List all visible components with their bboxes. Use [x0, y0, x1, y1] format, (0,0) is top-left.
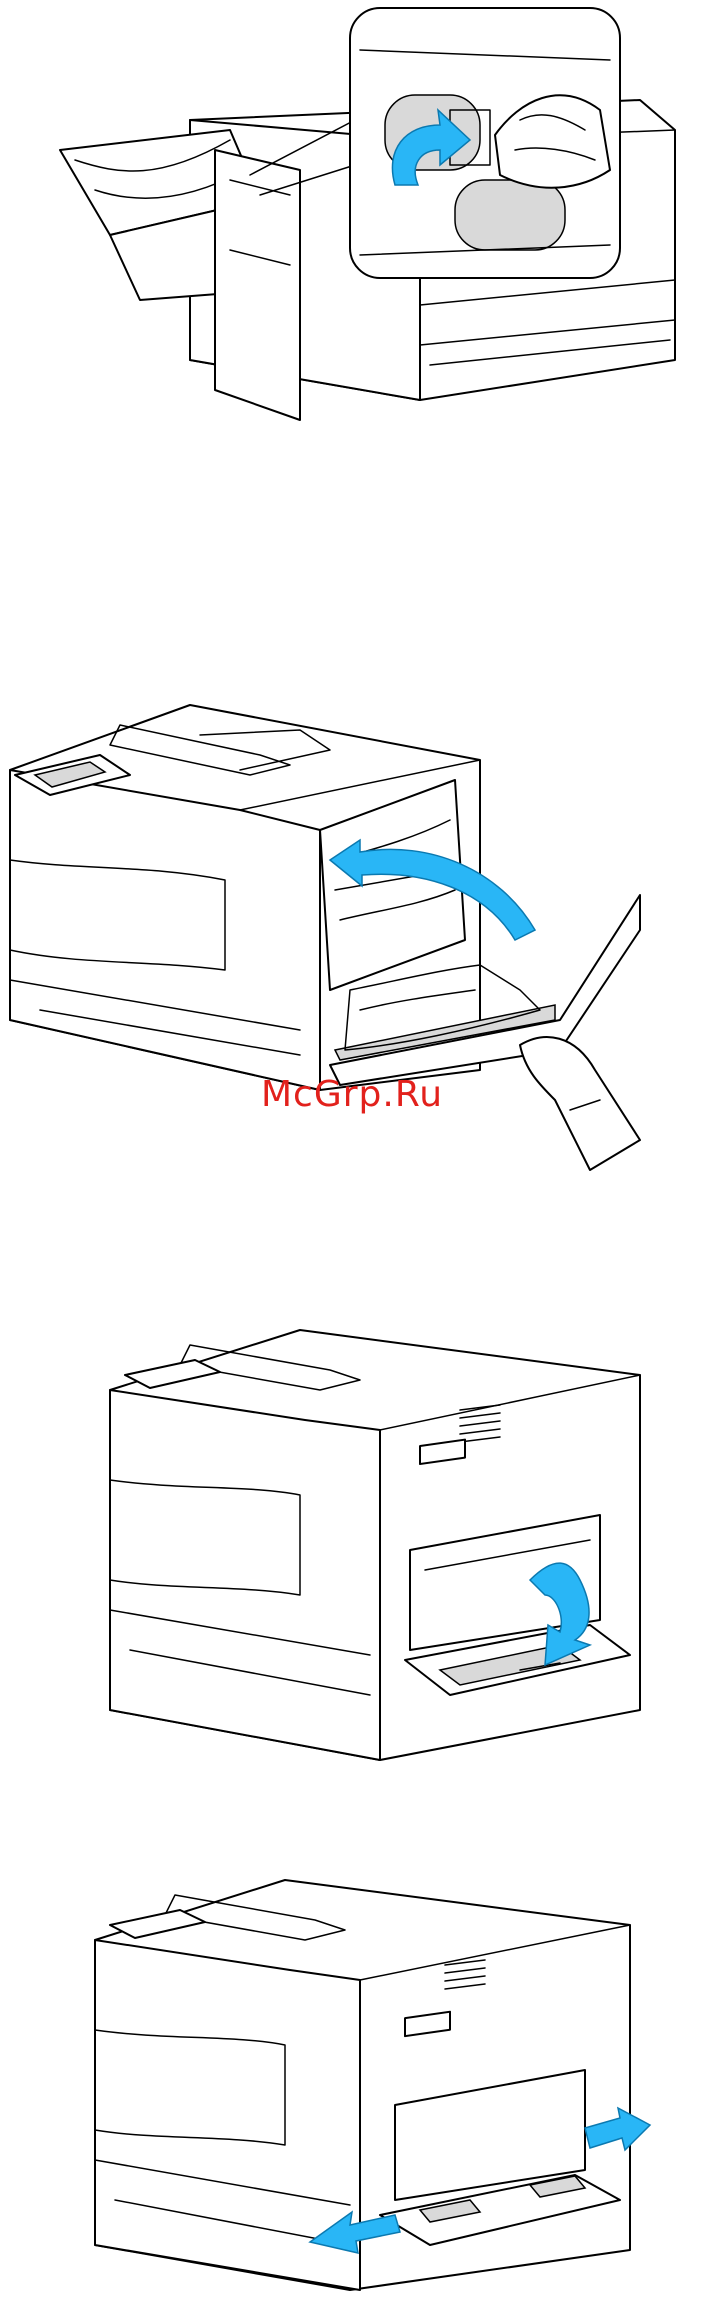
figure-fuser-rollers	[0, 0, 704, 470]
printer-illustration-4	[0, 1860, 704, 2302]
figure-tray-guides	[0, 1860, 704, 2302]
watermark-text: McGrp.Ru	[0, 1074, 704, 1115]
printer-illustration-1	[0, 0, 704, 470]
figure-close-door	[0, 690, 704, 1190]
figure-open-tray	[0, 1310, 704, 1780]
printer-illustration-3	[0, 1310, 704, 1780]
printer-illustration-2	[0, 690, 704, 1190]
